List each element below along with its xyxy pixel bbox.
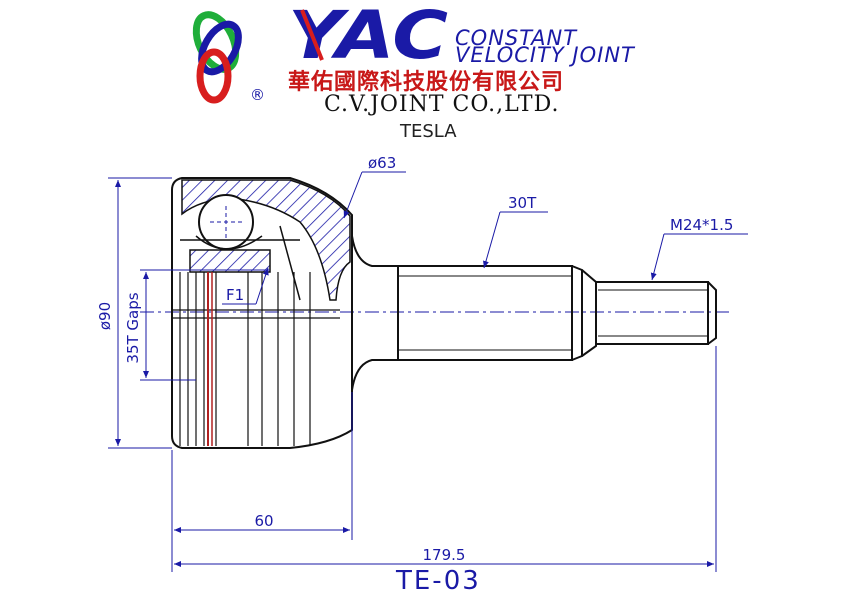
tagline-velocity-joint: VELOCITY JOINT [455, 43, 635, 67]
company-name-english: C.V.JOINT CO.,LTD. [324, 92, 560, 117]
dimension-lines [108, 171, 748, 572]
rings-logo-icon [192, 11, 242, 104]
dim-outer-diameter: ø90 [96, 302, 114, 330]
yac-wordmark-icon: YAC [288, 0, 448, 74]
outer-bell-housing [171, 177, 353, 449]
vehicle-make: TESLA [400, 121, 457, 142]
cage-lines [180, 225, 301, 301]
dim-thread: M24*1.5 [670, 216, 733, 234]
dim-seal-diameter: ø63 [368, 154, 396, 172]
dim-spline-gaps: 35T Gaps [124, 292, 142, 363]
dim-feature-f1: F1 [226, 286, 244, 304]
shaft [351, 235, 717, 391]
dim-total-length: 179.5 [423, 546, 466, 564]
company-name-chinese: 華佑國際科技股份有限公司 [288, 70, 565, 95]
bell-grooves [172, 272, 340, 446]
inner-race-hatch [189, 249, 271, 273]
dim-shaft-spline: 30T [508, 194, 537, 212]
tagline-constant: CONSTANT [455, 26, 578, 50]
brand-wordmark: YAC [288, 0, 454, 74]
part-number: TE-03 [396, 566, 481, 596]
registered-mark: ® [250, 86, 265, 104]
dim-bell-length: 60 [254, 512, 273, 530]
brand-logo [186, 4, 266, 106]
